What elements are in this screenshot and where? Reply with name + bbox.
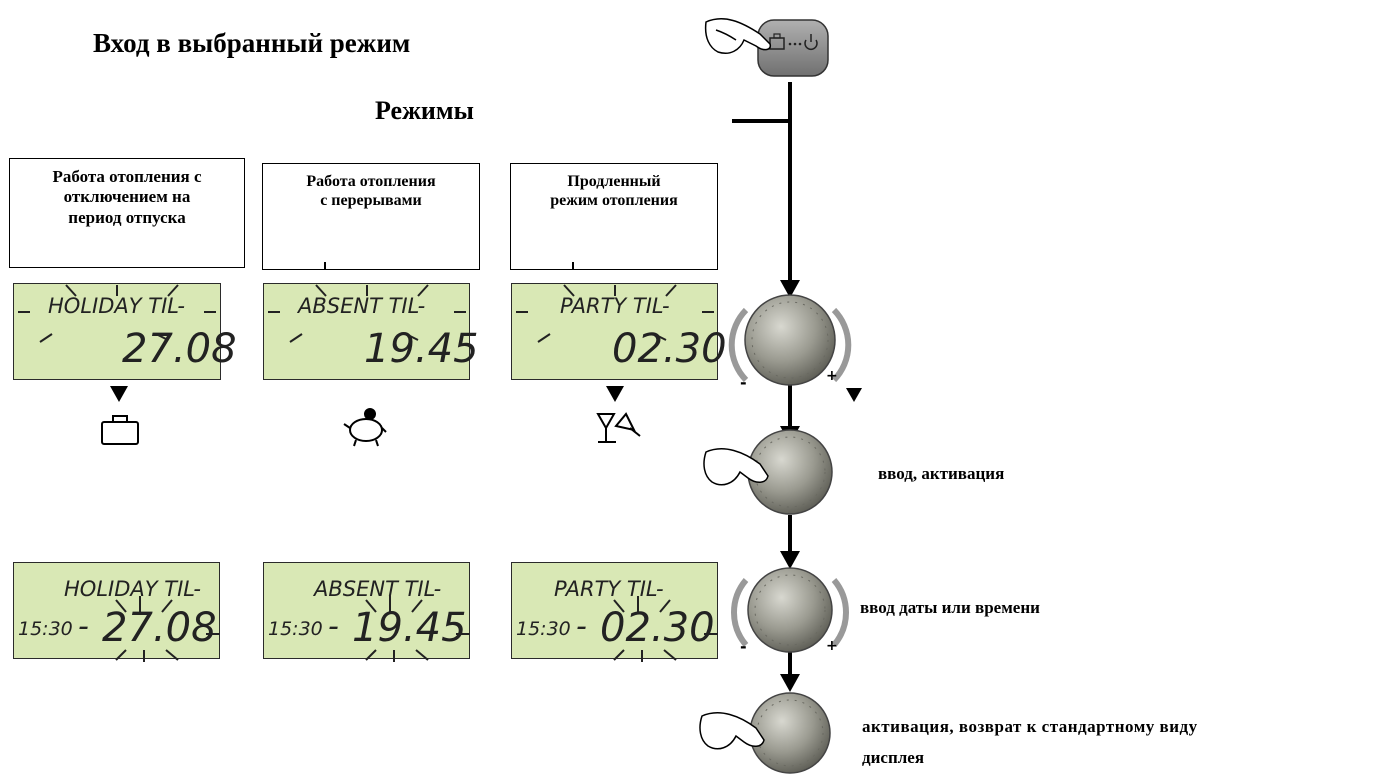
lcd-party-set: PARTY TIL- 15:30 - 02.30: [511, 562, 718, 659]
lcd-party-value: 02.30: [612, 326, 727, 372]
activate-knob[interactable]: [749, 692, 831, 774]
pointing-hand-icon: [703, 448, 769, 486]
selected-mode-pointer: [110, 386, 128, 402]
set-value-knob[interactable]: [731, 567, 849, 653]
mode-holiday-line2: отключением на: [63, 187, 191, 207]
lcd-party-label: PARTY TIL-: [560, 294, 670, 318]
mode-box-absent: Работа отопления с перерывами: [262, 163, 480, 270]
lcd-party-label-2: PARTY TIL-: [554, 577, 664, 601]
mode-party-line1: Продленный: [567, 173, 661, 190]
step-activate-caption-line1: активация, возврат к стандартному виду: [862, 717, 1198, 736]
lcd-holiday-value: 27.08: [122, 326, 237, 372]
lcd-holiday-set: HOLIDAY TIL- 15:30 - 27.08: [13, 562, 220, 659]
diagram-title: Вход в выбранный режим: [93, 28, 411, 58]
modes-heading: Режимы: [375, 96, 474, 125]
mode-box-holiday: Работа отопления с отключением на период…: [9, 158, 245, 268]
knob-minus-label: -: [740, 373, 747, 392]
lcd-holiday-label-2: HOLIDAY TIL-: [64, 577, 201, 601]
mode-button[interactable]: [757, 19, 829, 77]
selected-mode-pointer: [606, 386, 624, 402]
flow-arrow: [780, 551, 800, 569]
lcd-party-select: PARTY TIL- 02.30: [511, 283, 727, 380]
lcd-absent-label-2: ABSENT TIL-: [314, 577, 442, 601]
lcd-absent-value: 19.45: [364, 326, 479, 372]
cocktail-glasses-icon: [596, 412, 641, 443]
lcd-holiday-dash: -: [78, 609, 89, 644]
mode-holiday-line3: период отпуска: [68, 207, 186, 227]
lcd-party-set-value: 02.30: [600, 605, 715, 651]
rotary-knob[interactable]: [728, 294, 852, 386]
knob-plus-label-2: +: [826, 638, 838, 654]
lcd-holiday-label: HOLIDAY TIL-: [48, 294, 185, 318]
suitcase-icon: [101, 415, 139, 445]
lcd-absent-label: ABSENT TIL-: [298, 294, 426, 318]
lcd-party-time: 15:30: [516, 618, 571, 640]
lcd-absent-time: 15:30: [268, 618, 323, 640]
lcd-holiday-time: 15:30: [18, 618, 73, 640]
flow-arrow: [780, 674, 800, 692]
pointer-triangle: [846, 388, 862, 402]
mode-holiday-line1: Работа отопления с: [52, 167, 202, 186]
step-activate-caption-line2: дисплея: [862, 748, 925, 767]
mode-box-party: Продленный режим отопления: [510, 163, 718, 270]
step-enter-date-caption: ввод даты или времени: [860, 598, 1040, 617]
lcd-absent-set: ABSENT TIL- 15:30 - 19.45: [263, 562, 470, 659]
lcd-party-dash: -: [576, 609, 587, 644]
lcd-blink-marks-set: [115, 596, 718, 662]
lcd-holiday-set-value: 27.08: [102, 605, 217, 651]
lcd-absent-set-value: 19.45: [352, 605, 467, 651]
step-press-enter-caption: ввод, активация: [878, 464, 1005, 483]
piggy-bank-icon: [343, 408, 387, 447]
lcd-absent-select: ABSENT TIL- 19.45: [263, 283, 479, 380]
knob-minus-label-2: -: [740, 637, 747, 656]
knob-plus-label: +: [826, 368, 838, 384]
lcd-absent-dash: -: [328, 609, 339, 644]
lcd-holiday-select: HOLIDAY TIL- 27.08: [13, 283, 237, 380]
mode-absent-line2: с перерывами: [320, 192, 422, 210]
lcd-blink-marks: [18, 284, 714, 343]
pointing-hand-icon: [704, 18, 772, 54]
pointing-hand-icon: [699, 712, 765, 750]
flow-arrow: [780, 280, 800, 298]
mode-absent-line1: Работа отопления: [306, 173, 436, 190]
mode-party-line2: режим отопления: [550, 192, 678, 210]
